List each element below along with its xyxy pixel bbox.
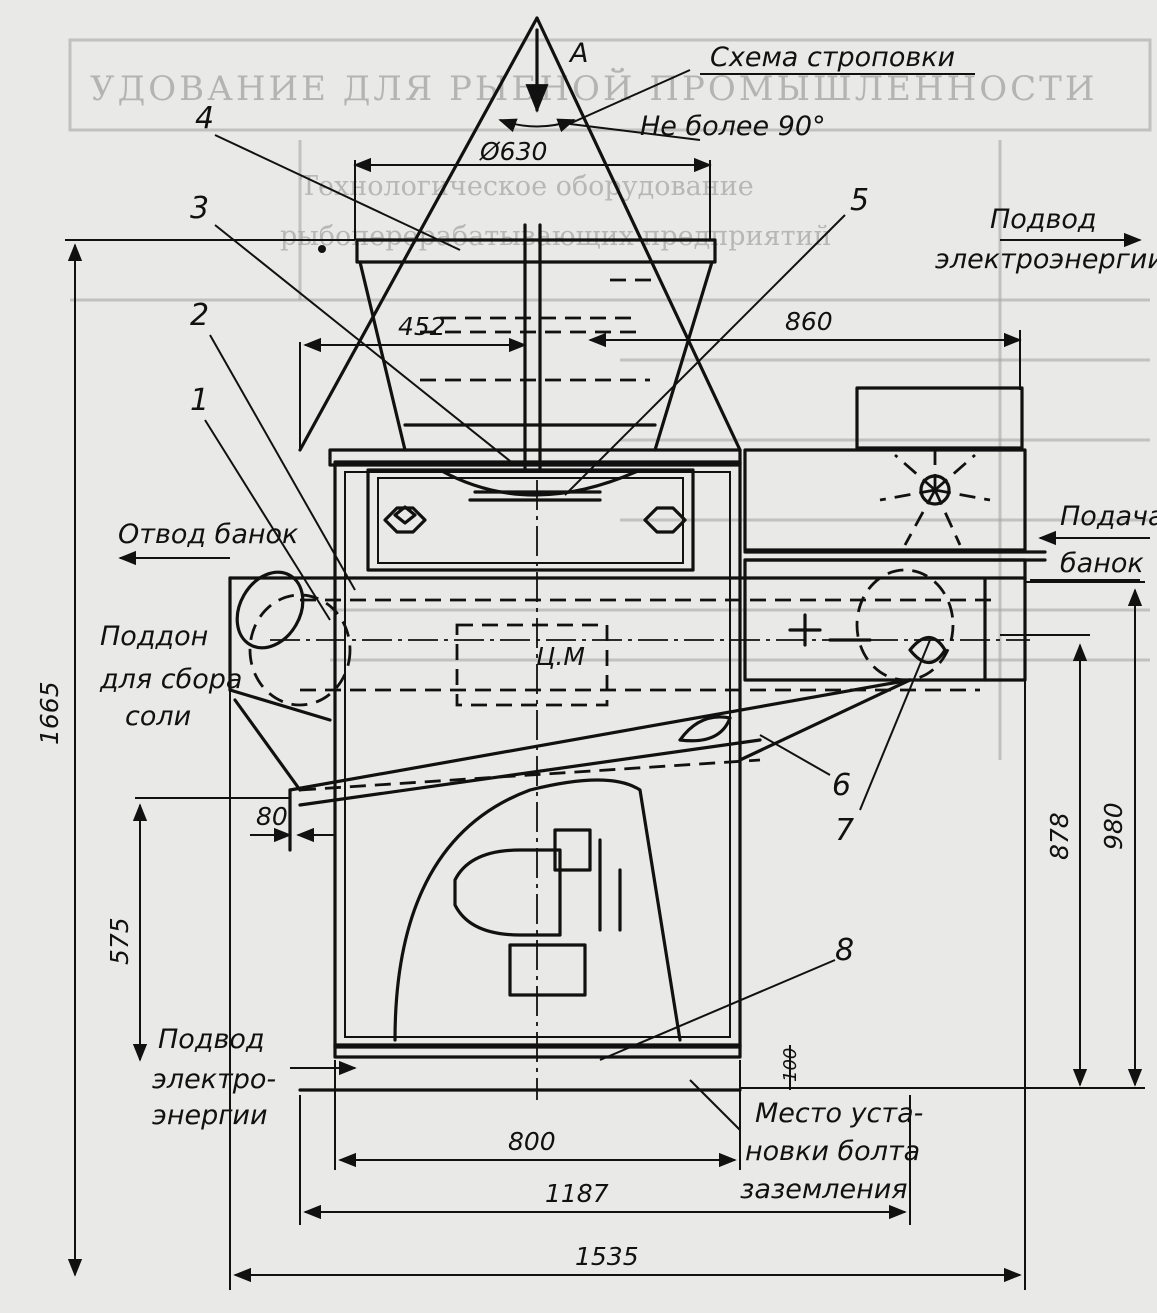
hopper-wall-right (653, 260, 714, 452)
bg-frame (68, 38, 1152, 132)
dim-1535: 1535 (575, 1242, 639, 1271)
leader-2 (209, 334, 356, 591)
tray-line-1: Поддон (100, 621, 208, 652)
leader-line (569, 123, 701, 141)
centre-of-mass-label: Ц.М (536, 642, 585, 671)
feed-top-box (855, 386, 1024, 450)
hidden-box (455, 623, 609, 707)
ground-line-2: новки болта (745, 1136, 920, 1167)
base-plate (333, 1043, 742, 1059)
tray-slope (233, 698, 302, 792)
hopper-rim (355, 238, 717, 264)
power-bottom-line-1: Подвод (158, 1024, 265, 1055)
leader-3 (214, 224, 516, 466)
rigging-title: Схема строповки (710, 42, 955, 73)
salt-tray-line (288, 678, 912, 792)
leader-line (559, 69, 691, 129)
ground-line-3: заземления (740, 1174, 908, 1205)
position-6: 6 (832, 768, 851, 803)
position-7: 7 (835, 813, 854, 848)
disc-arc (438, 468, 642, 497)
angle-arc (498, 118, 576, 133)
jar-left (235, 570, 305, 650)
leader-ground (689, 1079, 741, 1131)
dimension-lines (65, 239, 1145, 1290)
bg-subtitle-1: Технологическое оборудование (300, 171, 754, 202)
sling-left (298, 16, 539, 452)
motor-stand (393, 778, 682, 1042)
diameter-label: Ø630 (479, 137, 547, 166)
tray-line-2: для сбора (99, 664, 242, 695)
leader-6 (759, 734, 831, 776)
flow-arrows (118, 232, 1150, 1076)
feed-frame (743, 558, 1027, 682)
ground-line-1: Место уста- (755, 1098, 923, 1129)
leader-8 (599, 959, 836, 1061)
handwheel-left (383, 505, 427, 534)
ink-dot (318, 245, 326, 253)
outlet-chute (678, 715, 732, 743)
angle-note: Не более 90° (640, 111, 826, 142)
position-2: 2 (190, 298, 209, 333)
outlet-label: Отвод банок (118, 519, 299, 550)
motor-box (553, 828, 592, 872)
dim-980: 980 (1099, 802, 1128, 850)
power-bottom-line-3: энергии (152, 1100, 268, 1131)
bleed-through-layer: УДОВАНИЕ ДЛЯ РЫБНОЙ ПРОМЫШЛЕННОСТИ Техно… (68, 38, 1152, 760)
dim-452: 452 (398, 312, 446, 341)
feed-line-2: банок (1060, 548, 1144, 579)
bg-subtitle-2: рыбоперерабатывающих предприятий (280, 221, 832, 252)
position-4: 4 (195, 101, 214, 136)
mechanism (788, 613, 872, 647)
tray-bottom (298, 738, 762, 807)
motor-base (508, 943, 587, 997)
dim-80: 80 (256, 802, 288, 831)
drum-left (248, 593, 352, 707)
hidden-line (299, 758, 761, 792)
frame-brace (738, 678, 912, 762)
dim-100: 100 (780, 1048, 801, 1082)
machine-housing (228, 460, 1030, 1100)
power-bottom-line-2: электро- (152, 1064, 276, 1095)
position-5: 5 (850, 183, 869, 218)
position-8: 8 (835, 933, 854, 968)
star-wheel-spokes (879, 440, 991, 546)
leader-7 (859, 639, 931, 811)
dim-860: 860 (785, 307, 833, 336)
power-top-line-2: электроэнергии (935, 244, 1157, 275)
dim-800: 800 (508, 1127, 556, 1156)
dimension-values: 452 860 1665 80 575 878 980 100 800 1187… (35, 307, 1128, 1271)
position-leaders (204, 134, 931, 1131)
rigging-scheme (298, 16, 975, 452)
motor-body (453, 848, 562, 937)
power-top-line-1: Подвод (990, 204, 1097, 235)
feed-housing (743, 448, 1027, 552)
tray-line-3: соли (125, 701, 191, 732)
position-numbers: 4 3 5 2 1 6 7 8 (190, 101, 869, 968)
dim-1187: 1187 (545, 1179, 609, 1208)
sling-right (535, 16, 742, 452)
drawing-labels: Схема строповки A Не более 90° Ø630 Подв… (99, 38, 1157, 1205)
machine-upper (299, 223, 1022, 502)
position-3: 3 (190, 191, 209, 226)
leader-4 (214, 134, 461, 251)
feed-line-1: Подача (1060, 501, 1157, 532)
handwheel-right (643, 506, 687, 534)
leader-5 (564, 214, 846, 496)
dim-1665: 1665 (35, 681, 64, 745)
position-1: 1 (190, 383, 209, 418)
dim-878: 878 (1045, 812, 1074, 860)
feed-section (743, 386, 1047, 682)
tray-edge (228, 688, 332, 722)
hopper-wall-left (358, 260, 407, 452)
view-letter: A (568, 38, 588, 69)
leader-1 (204, 419, 331, 621)
drum-right (855, 568, 955, 682)
dim-575: 575 (105, 917, 134, 965)
upper-panel (366, 468, 695, 572)
